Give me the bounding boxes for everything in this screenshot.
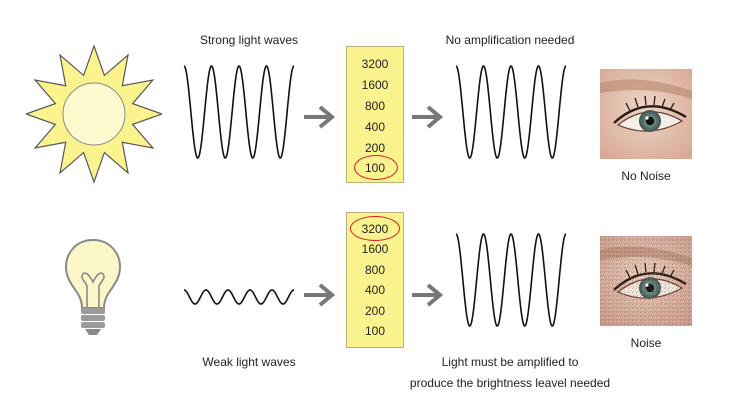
iso-value: 400 [364,283,386,297]
iso-value: 100 [364,324,386,338]
amplified-light-wave [455,233,567,327]
iso-scale-bottom: 3200 1600 800 400 200 100 [346,212,404,348]
iso-value: 800 [364,263,386,277]
light-bulb-icon [64,238,122,335]
eye-photo-noise [600,236,692,326]
iso-value: 400 [364,120,386,134]
selected-iso-ring [350,216,400,241]
iso-value: 1600 [361,242,389,256]
iso-scale-top: 3200 1600 800 400 200 100 [346,46,404,183]
eye-photo-no-noise [600,69,692,159]
strong-waves-label: Strong light waves [199,33,299,47]
no-amplification-label: No amplification needed [445,33,575,47]
amplified-label-line2: produce the brightness leavel needed [409,376,611,390]
arrow-icon [304,283,336,307]
no-noise-caption: No Noise [621,169,671,183]
amplified-label-line1: Light must be amplified to [441,355,579,369]
iso-value: 3200 [361,57,389,71]
weak-waves-label: Weak light waves [202,355,296,369]
iso-value: 800 [364,99,386,113]
output-light-wave [455,65,567,159]
noise-caption: Noise [630,336,662,350]
selected-iso-ring [354,155,398,180]
weak-light-wave [183,289,295,305]
arrow-icon [412,283,444,307]
iso-value: 1600 [361,78,389,92]
sun-icon [26,44,162,184]
strong-light-wave [183,65,295,159]
arrow-icon [304,105,336,129]
iso-value: 200 [364,141,386,155]
arrow-icon [412,105,444,129]
iso-value: 200 [364,304,386,318]
